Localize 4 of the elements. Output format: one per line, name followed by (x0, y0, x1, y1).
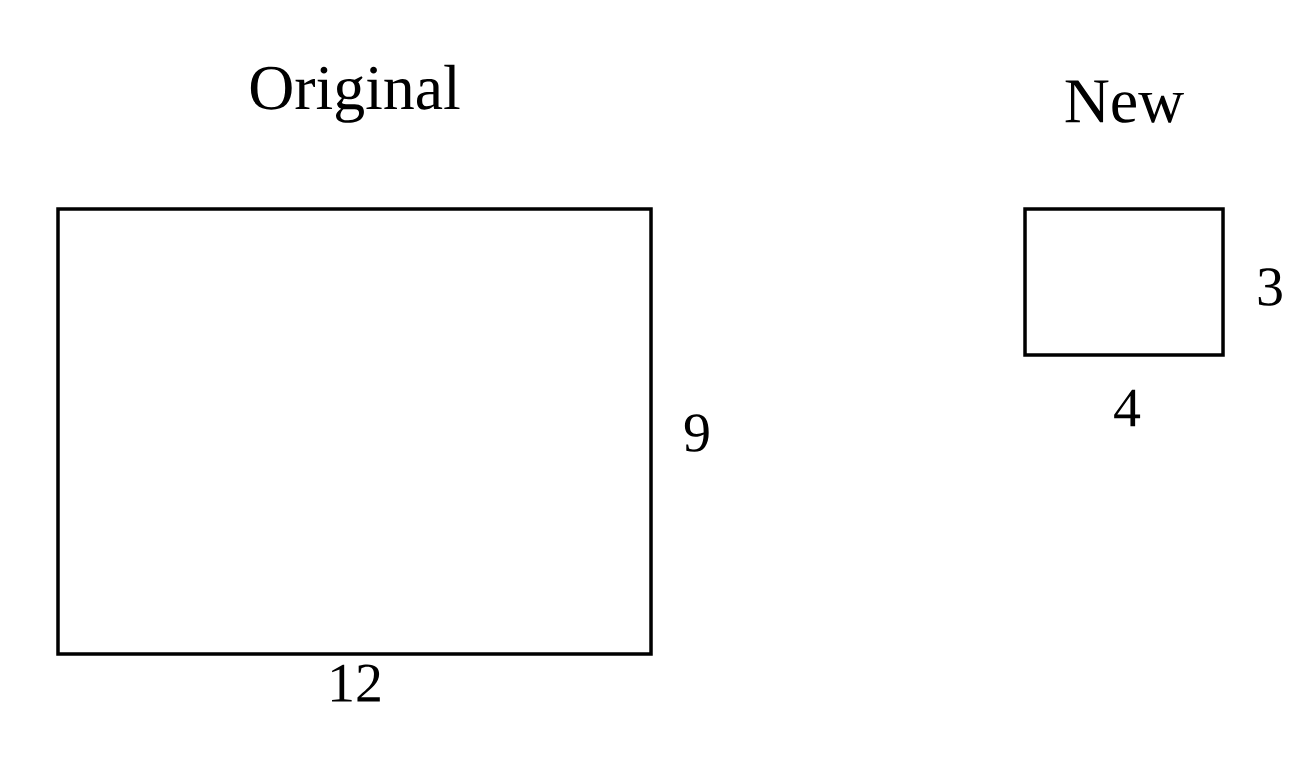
rectangle (1023, 80, 1225, 357)
heading: Original (250, 64, 460, 123)
heading: New (1065, 80, 1184, 123)
rectangle (56, 64, 653, 656)
